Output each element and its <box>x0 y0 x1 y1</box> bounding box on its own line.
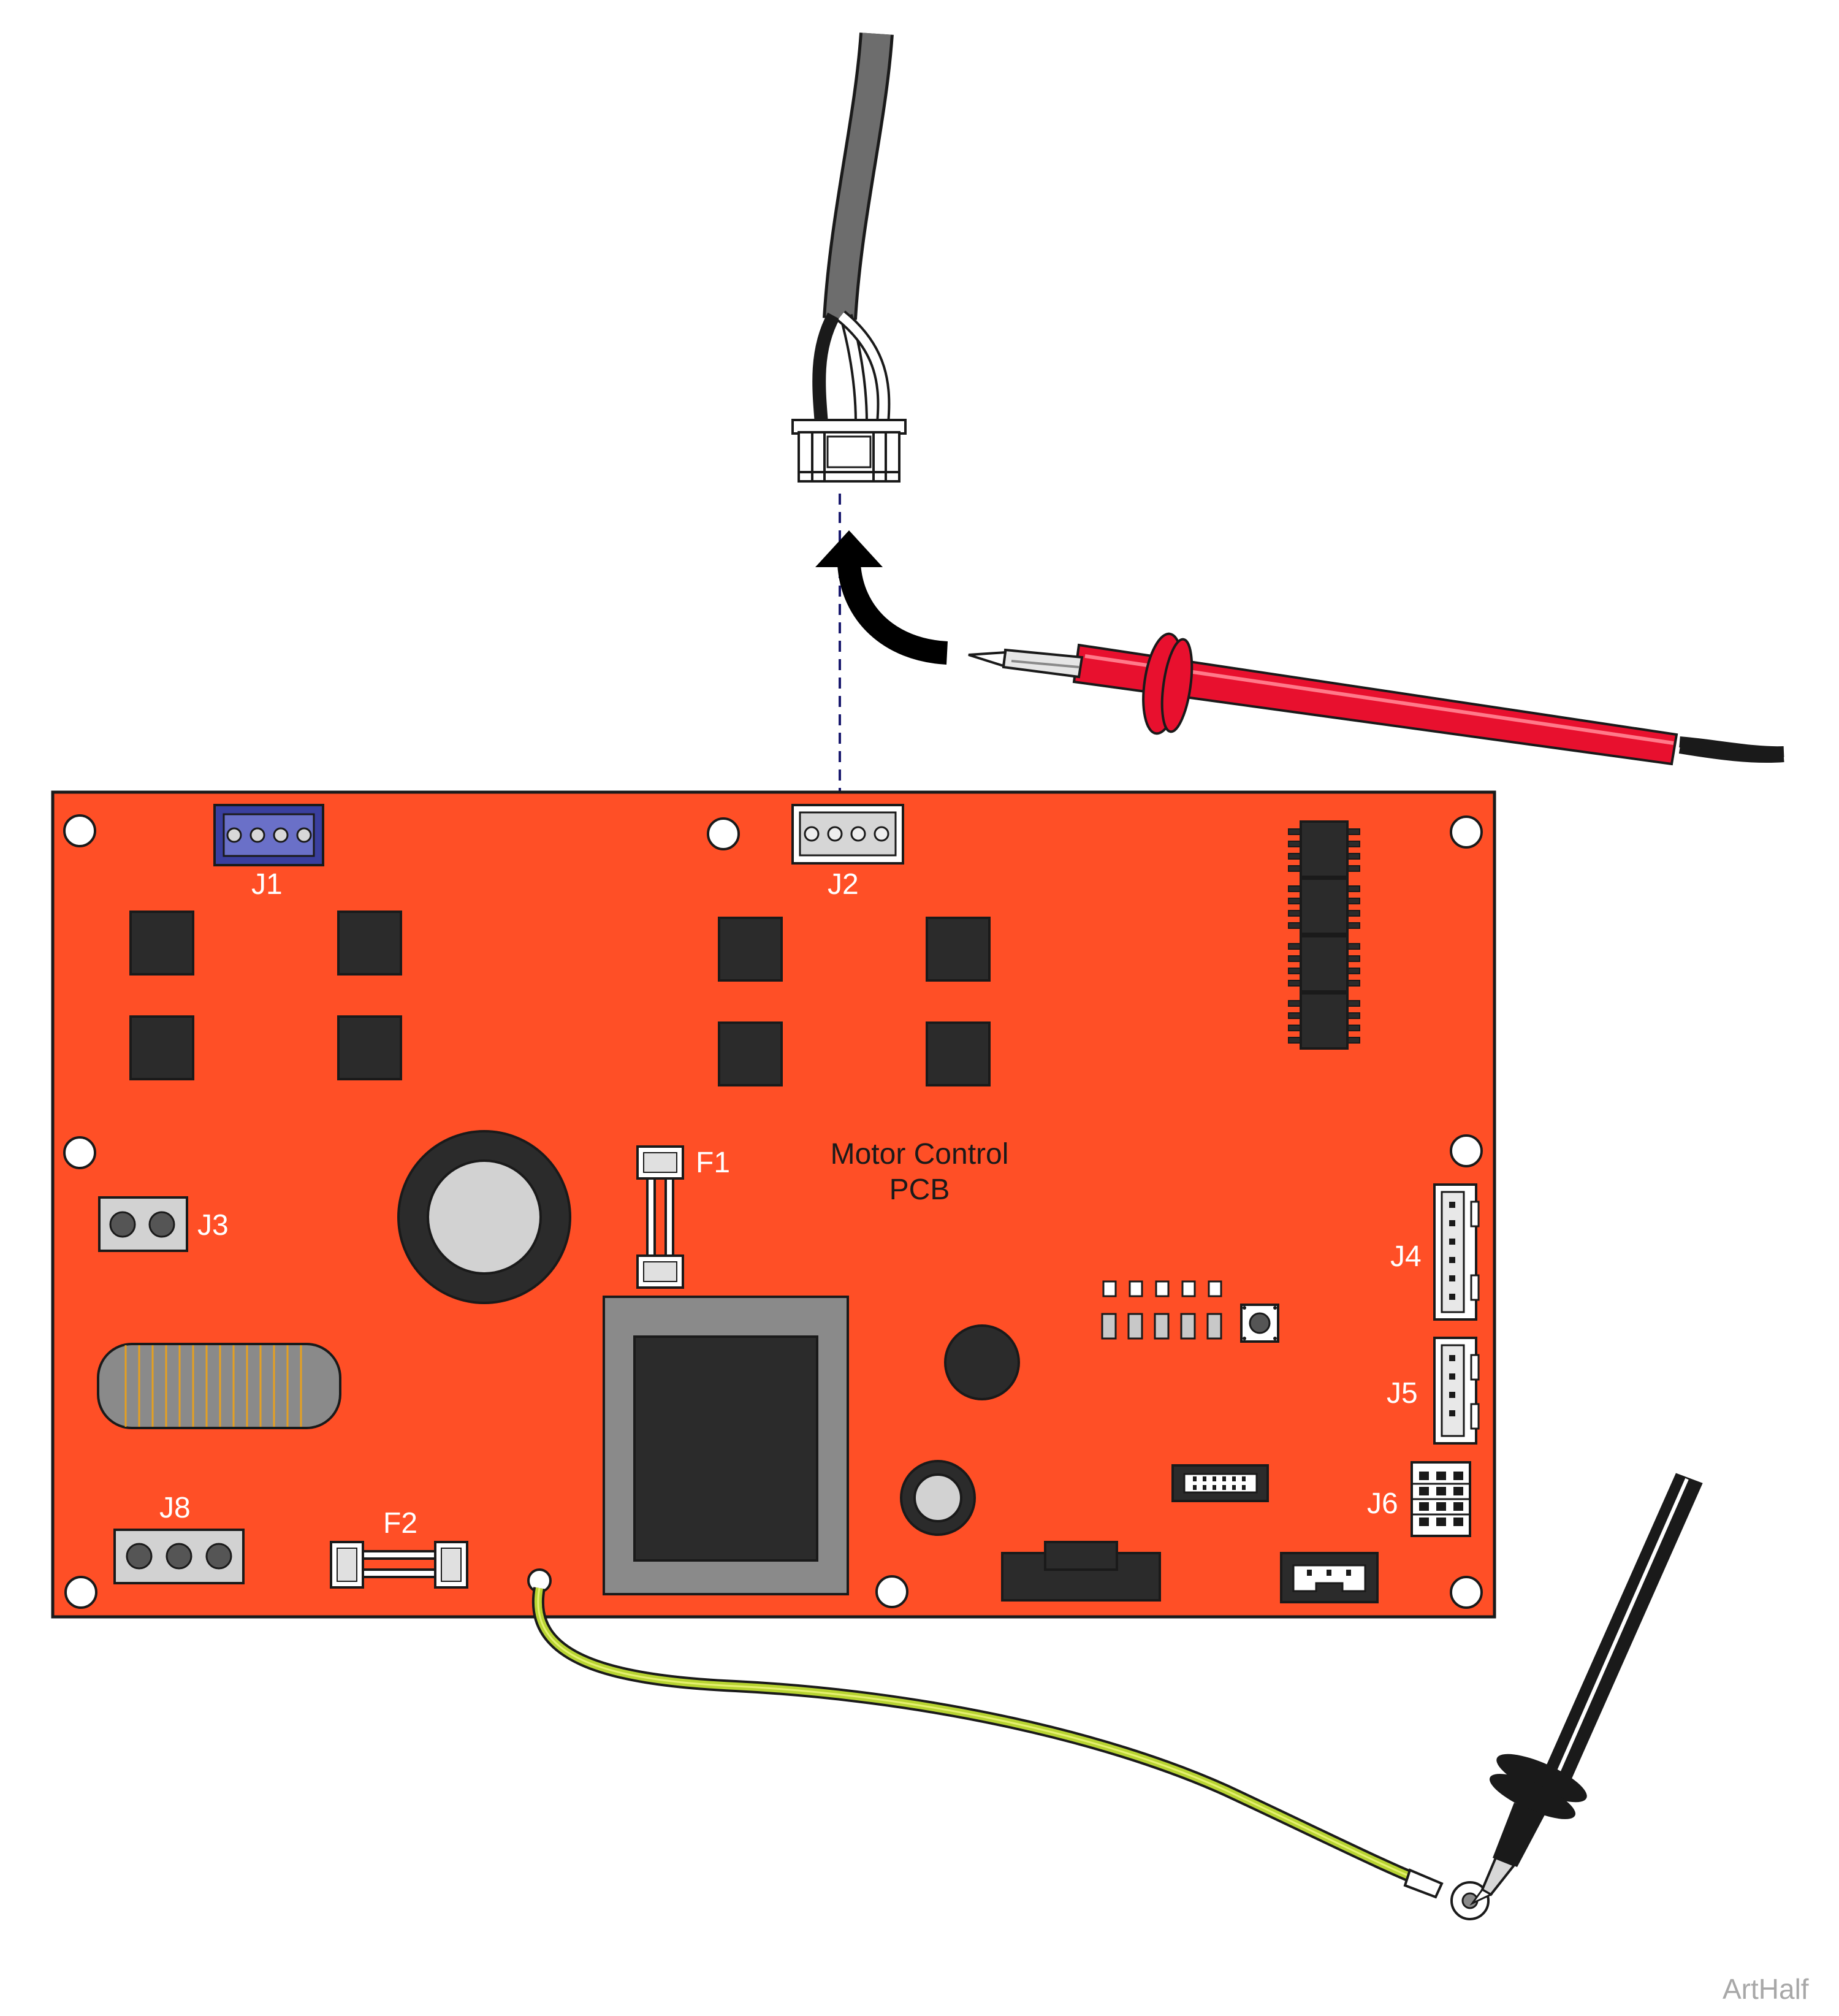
j5-connector <box>1433 1337 1480 1445</box>
cable-plug-connector <box>791 419 907 483</box>
j5-label: J5 <box>1387 1377 1418 1410</box>
led-row <box>1101 1280 1222 1340</box>
black-test-probe <box>1469 1473 1703 1906</box>
ic-chip <box>1288 935 1360 993</box>
red-test-probe <box>968 632 1784 766</box>
j6-connector <box>1411 1461 1471 1537</box>
ic-chips <box>1288 820 1360 1050</box>
power-transistors <box>129 911 991 1086</box>
f1-label: F1 <box>696 1147 730 1179</box>
transformer <box>603 1296 849 1595</box>
board-title-line2: PCB <box>889 1174 950 1206</box>
motor-control-pcb: J1 J2 <box>51 790 1496 1619</box>
black-round-component <box>944 1324 1020 1400</box>
bottom-block-component <box>1001 1541 1161 1602</box>
led <box>1154 1280 1170 1340</box>
large-capacitor <box>397 1130 571 1304</box>
board-title-line1: Motor Control <box>831 1138 1009 1170</box>
inductor-coil <box>97 1343 341 1429</box>
ic-chip <box>1288 877 1360 935</box>
small-capacitor <box>900 1460 976 1536</box>
j4-label: J4 <box>1390 1240 1422 1273</box>
j1-connector <box>213 804 324 866</box>
ic-chip <box>1288 820 1360 878</box>
led <box>1127 1280 1143 1340</box>
watermark: ArtHalf <box>1723 1973 1809 2005</box>
bottom-socket-connector <box>1280 1552 1379 1603</box>
mounting-holes <box>63 814 1483 1609</box>
led <box>1206 1280 1222 1340</box>
led <box>1101 1280 1117 1340</box>
ribbon-header <box>1171 1464 1269 1502</box>
j3-label: J3 <box>197 1209 229 1242</box>
ic-chip <box>1288 992 1360 1050</box>
j4-connector <box>1433 1183 1480 1321</box>
led <box>1180 1280 1196 1340</box>
j1-label: J1 <box>251 868 283 901</box>
j8-connector <box>113 1529 245 1584</box>
reset-push-button <box>1240 1304 1279 1343</box>
j8-label: J8 <box>159 1492 191 1524</box>
ground-wire <box>531 1587 1490 1920</box>
f1-fuse <box>636 1145 684 1289</box>
j3-connector <box>98 1196 188 1252</box>
insert-direction-arrow <box>815 530 948 665</box>
j2-label: J2 <box>828 868 859 901</box>
j2-connector <box>791 804 904 865</box>
j6-label: J6 <box>1367 1487 1398 1520</box>
f2-label: F2 <box>383 1507 417 1540</box>
cable-assembly <box>812 32 894 424</box>
f2-fuse <box>330 1541 468 1589</box>
